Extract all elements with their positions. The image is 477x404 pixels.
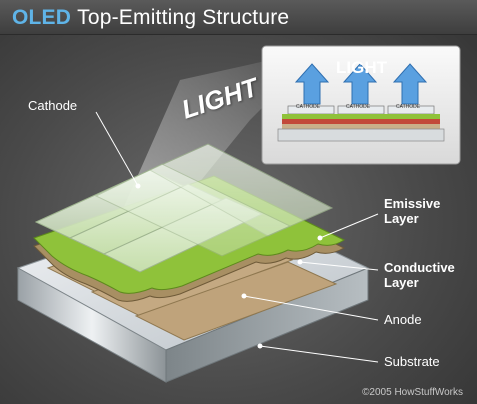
inset-arrow-2 [342, 63, 378, 105]
substrate-leader-dot [257, 343, 263, 349]
anode-leader [243, 295, 379, 321]
conductive-leader-dot [297, 259, 303, 265]
inset-arrow-1 [294, 63, 330, 105]
inset-emissive [282, 114, 440, 119]
conductive-layer-label: Conductive Layer [384, 260, 455, 290]
substrate-leader [259, 345, 379, 363]
inset-conductive [282, 119, 440, 124]
inset-panel [261, 45, 461, 165]
conductive-leader [299, 261, 379, 271]
inset-arrow-3 [392, 63, 428, 105]
inset-light-label: LIGHT [336, 58, 387, 77]
inset-cathode-tag-2: CATHODE [346, 104, 371, 110]
inset-cathode-tag-1: CATHODE [296, 104, 321, 110]
inset-cathode-tag-3: CATHODE [396, 104, 421, 110]
inset-substrate [277, 128, 445, 142]
title-accent: OLED [12, 6, 72, 29]
anode-leader-dot [241, 293, 247, 299]
cathode-leader [95, 111, 139, 187]
copyright-text: ©2005 HowStuffWorks [362, 387, 463, 398]
cathode-strip-5 [94, 163, 292, 257]
substrate-label: Substrate [384, 354, 440, 369]
cathode-label: Cathode [28, 98, 78, 113]
anode-strip-3 [134, 261, 338, 341]
emissive-leader-dot [317, 235, 323, 241]
title-text: Top-Emitting Structure [77, 6, 290, 29]
emissive-layer-label: Emissive Layer [384, 196, 441, 226]
emissive-leader [319, 213, 379, 239]
cathode-leader-dot [135, 183, 141, 189]
inset-anode [282, 124, 440, 129]
anode-label: Anode [384, 312, 422, 327]
